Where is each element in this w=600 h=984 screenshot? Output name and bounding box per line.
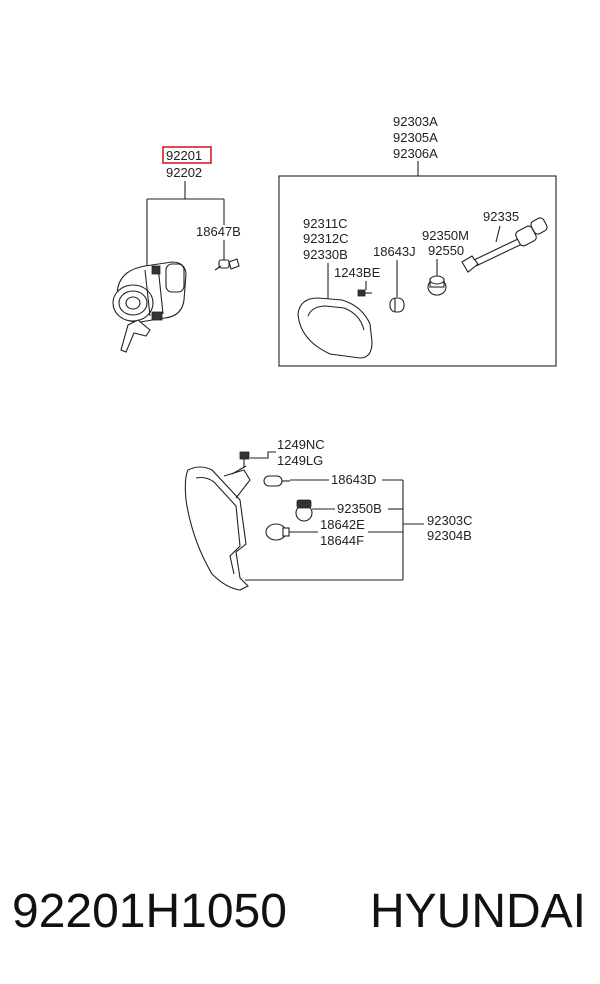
part-label-92201[interactable]: 92201: [166, 148, 202, 163]
part-label-92550[interactable]: 92550: [428, 243, 464, 258]
wire-harness-icon: [461, 217, 548, 273]
fog-bulb-icon: [214, 258, 240, 271]
footer: 92201H1050 HYUNDAI: [0, 872, 600, 952]
side-marker-group: 92303A 92305A 92306A 92311C 92312C 92330…: [278, 114, 557, 367]
part-label-92335[interactable]: 92335: [483, 209, 519, 224]
socket-icon: [427, 275, 447, 296]
part-label-92202[interactable]: 92202: [166, 165, 202, 180]
brand-name: HYUNDAI: [369, 885, 586, 938]
fog-lamp-icon: [112, 261, 187, 353]
side-marker-lens-icon: [297, 297, 373, 359]
part-label-92330B[interactable]: 92330B: [303, 247, 348, 262]
part-label-92303A[interactable]: 92303A: [393, 114, 438, 129]
corner-bulb-small-icon: [263, 475, 290, 487]
part-label-1249LG[interactable]: 1249LG: [277, 453, 323, 468]
corner-lamp-group: 1249NC 1249LG 18643D 92350B 18642E 18644…: [184, 437, 473, 591]
fog-lamp-group: 92201 92202 18647B: [112, 146, 241, 353]
corner-socket-icon: [295, 499, 313, 522]
corner-bulb-icon: [265, 523, 290, 541]
part-label-92350B[interactable]: 92350B: [337, 501, 382, 516]
part-label-92305A[interactable]: 92305A: [393, 130, 438, 145]
part-label-92312C[interactable]: 92312C: [303, 231, 349, 246]
part-label-92303C[interactable]: 92303C: [427, 513, 473, 528]
highlight-box: [162, 146, 212, 164]
part-label-18643D[interactable]: 18643D: [331, 472, 377, 487]
part-label-18642E[interactable]: 18642E: [320, 517, 365, 532]
part-label-92306A[interactable]: 92306A: [393, 146, 438, 161]
part-label-18644F[interactable]: 18644F: [320, 533, 364, 548]
corner-lamp-lens-icon: [184, 465, 251, 591]
part-label-1249NC[interactable]: 1249NC: [277, 437, 325, 452]
parts-diagram: 92201 92202 18647B 9230: [112, 114, 557, 591]
part-label-92350M[interactable]: 92350M: [422, 228, 469, 243]
corner-screw-icon: [239, 451, 250, 468]
screw-icon: [357, 289, 372, 297]
part-label-92304B[interactable]: 92304B: [427, 528, 472, 543]
part-label-1243BE[interactable]: 1243BE: [334, 265, 381, 280]
part-label-18643J[interactable]: 18643J: [373, 244, 416, 259]
marker-bulb-icon: [389, 297, 405, 313]
part-label-92311C[interactable]: 92311C: [303, 216, 348, 231]
part-number: 92201H1050: [12, 885, 287, 938]
side-marker-frame: [278, 175, 557, 367]
part-label-18647B[interactable]: 18647B: [196, 224, 241, 239]
